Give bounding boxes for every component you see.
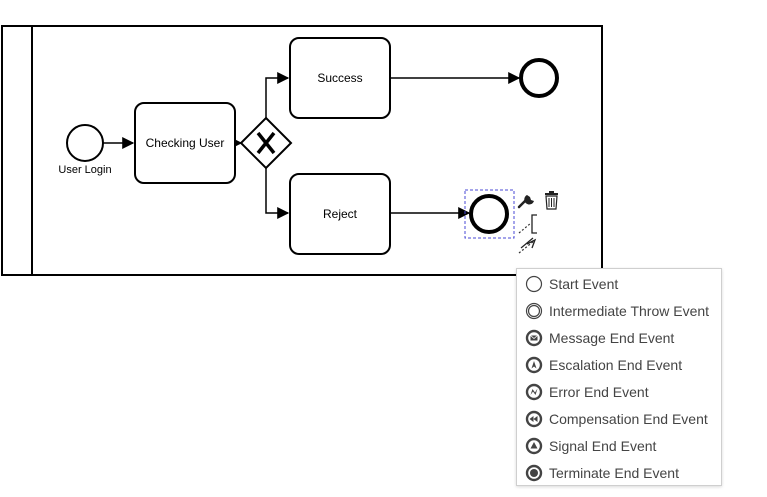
wrench-icon[interactable]	[517, 195, 534, 209]
menu-item-label: Escalation End Event	[549, 356, 683, 373]
signal-end-event-icon	[525, 437, 543, 454]
task-success[interactable]: Success	[289, 37, 391, 119]
menu-item-label: Message End Event	[549, 329, 675, 346]
task-reject[interactable]: Reject	[289, 173, 391, 255]
selection-outline	[464, 189, 515, 239]
menu-item-label: Terminate End Event	[549, 464, 679, 481]
context-pad	[517, 191, 558, 254]
menu-item-label: Intermediate Throw Event	[549, 302, 710, 319]
message-end-event-icon	[525, 329, 543, 346]
flow-gateway-to-success	[265, 72, 290, 118]
sequence-flows[interactable]	[103, 72, 521, 219]
intermediate-throw-event-icon	[525, 302, 543, 319]
start-event-icon	[525, 275, 543, 292]
escalation-end-event-icon	[525, 356, 543, 373]
task-checking-user-label: Checking User	[146, 136, 225, 150]
compensation-end-event-icon	[525, 410, 543, 427]
task-reject-label: Reject	[323, 207, 358, 221]
menu-item-label: Start Event	[549, 275, 619, 292]
start-event-label: User Login	[58, 164, 111, 176]
menu-item-compensation-end-event[interactable]: Compensation End Event	[517, 405, 721, 432]
menu-item-message-end-event[interactable]: Message End Event	[517, 324, 721, 351]
replace-menu: Start Event Intermediate Throw Event Mes…	[516, 268, 722, 486]
menu-item-terminate-end-event[interactable]: Terminate End Event	[517, 459, 721, 486]
error-end-event-icon	[525, 383, 543, 400]
connect-arrow-icon[interactable]	[518, 237, 537, 254]
exclusive-gateway[interactable]	[239, 116, 293, 170]
menu-item-start-event[interactable]: Start Event	[517, 270, 721, 297]
start-event[interactable]: User Login	[58, 124, 112, 176]
trash-icon[interactable]	[545, 191, 558, 210]
task-success-label: Success	[317, 71, 362, 85]
flow-gateway-to-reject	[265, 168, 290, 219]
menu-item-intermediate-throw-event[interactable]: Intermediate Throw Event	[517, 297, 721, 324]
menu-item-escalation-end-event[interactable]: Escalation End Event	[517, 351, 721, 378]
end-event-success[interactable]	[519, 58, 559, 98]
menu-item-error-end-event[interactable]: Error End Event	[517, 378, 721, 405]
menu-item-label: Compensation End Event	[549, 410, 708, 427]
task-checking-user[interactable]: Checking User	[134, 102, 236, 184]
terminate-end-event-icon	[525, 464, 543, 481]
menu-item-label: Error End Event	[549, 383, 649, 400]
gateway-x-icon	[256, 131, 276, 155]
menu-item-label: Signal End Event	[549, 437, 657, 454]
end-event-reject[interactable]	[464, 189, 515, 239]
menu-item-signal-end-event[interactable]: Signal End Event	[517, 432, 721, 459]
text-annotation-icon[interactable]	[518, 214, 537, 234]
